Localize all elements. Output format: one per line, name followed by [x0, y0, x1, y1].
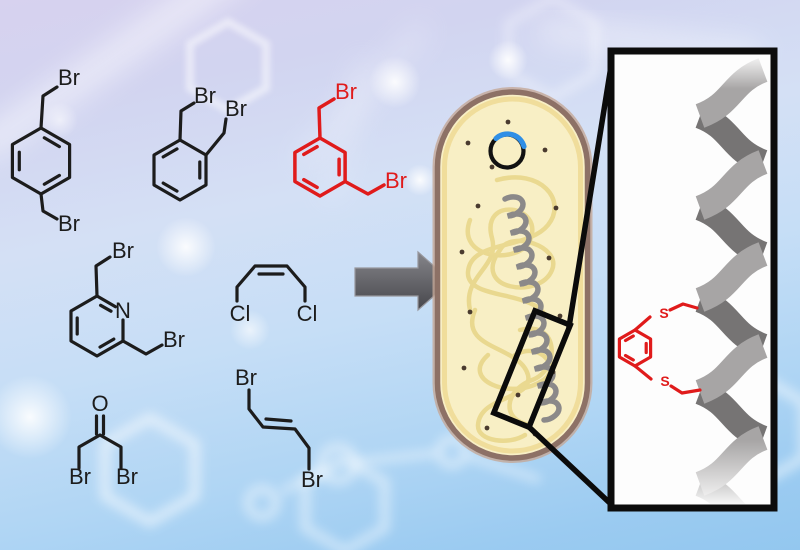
cell-membrane [434, 89, 591, 461]
atom-label-br: Br [194, 83, 216, 108]
sulfur-label: S [659, 305, 668, 321]
plasmid-icon [488, 131, 527, 170]
atom-label-cl: Cl [297, 301, 318, 326]
structure-dibromoacetone: O Br Br [69, 391, 138, 489]
atom-label-o: O [91, 391, 108, 416]
atom-label-br: Br [112, 238, 134, 263]
structure-trans-dibromobutene: Br Br [235, 365, 323, 492]
atom-label-br: Br [58, 65, 80, 90]
callout-lines [526, 51, 616, 509]
atom-label-br: Br [58, 211, 80, 236]
helix-fade-bottom [615, 440, 770, 504]
atom-label-cl: Cl [230, 301, 251, 326]
structure-cis-dichlorobutene: Cl Cl [230, 264, 318, 326]
callout-line-top [566, 51, 616, 330]
magnifier-box [490, 307, 574, 431]
atom-label-br: Br [116, 464, 138, 489]
bacterial-cell [432, 87, 593, 463]
atom-label-br: Br [225, 96, 247, 121]
atom-label-br: Br [301, 467, 323, 492]
callout-line-bottom [526, 424, 616, 509]
inset-panel: S S [607, 47, 778, 512]
cell-inner-rim [442, 96, 583, 454]
structure-meta-xylylene-dibromide: Br Br [293, 79, 407, 198]
atom-label-br: Br [235, 365, 257, 390]
structure-ortho-xylylene-dibromide: Br Br [152, 83, 247, 202]
atom-label-br: Br [163, 327, 185, 352]
staple-crosslink-structure: S S [617, 302, 702, 395]
atom-label-br: Br [385, 168, 407, 193]
structure-pyridine-dibromide: N Br Br [69, 238, 185, 358]
bokeh-glow [0, 40, 528, 459]
structure-para-xylylene-dibromide: Br Br [10, 65, 80, 236]
atom-label-n: N [115, 298, 131, 323]
atom-label-br: Br [335, 79, 357, 104]
helix-fade-top [690, 55, 770, 89]
atom-label-br: Br [69, 464, 91, 489]
sulfur-label: S [660, 373, 669, 389]
